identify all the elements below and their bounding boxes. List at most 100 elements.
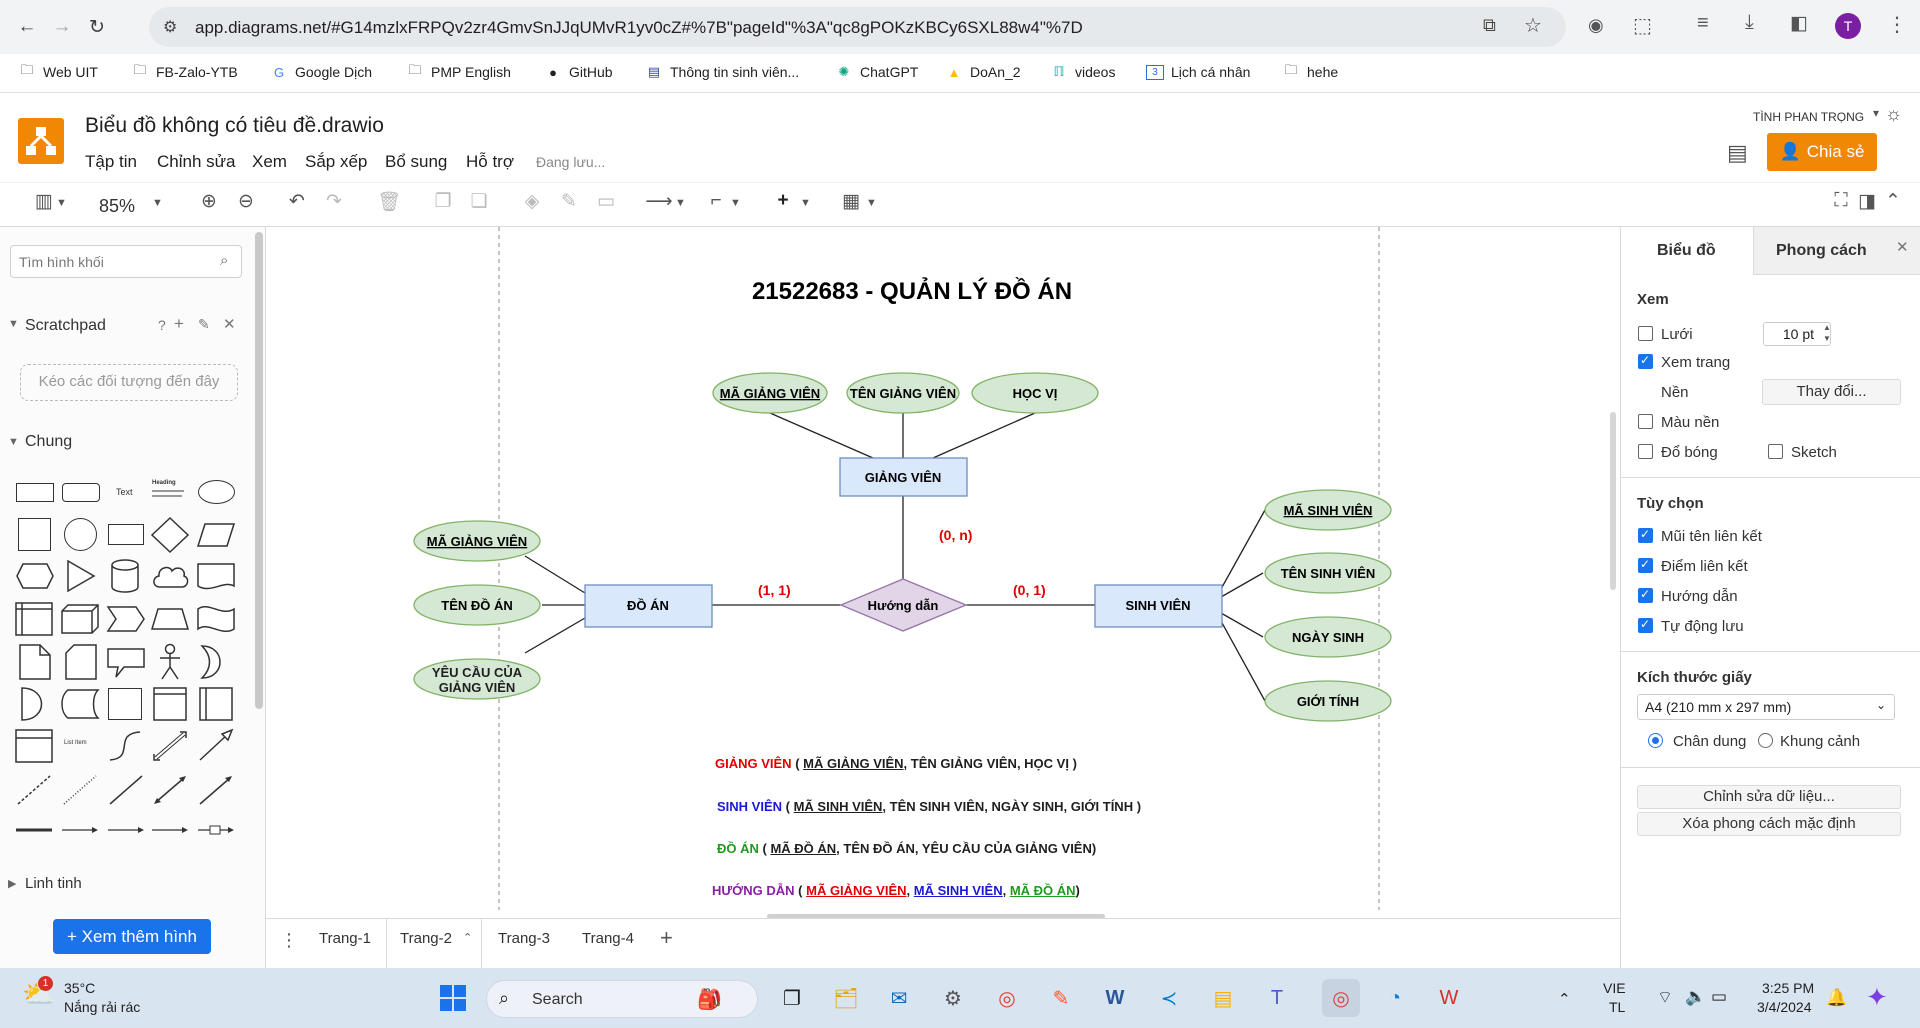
wps-office-icon[interactable]: W xyxy=(1439,986,1459,1009)
bookmark-pmp-english[interactable]: 🗀PMP English xyxy=(406,62,510,80)
autosave-checkbox[interactable] xyxy=(1638,617,1653,633)
menu-extras[interactable]: Bổ sung xyxy=(385,152,448,171)
diagram-canvas[interactable]: MÃ GIẢNG VIÊN TÊN GIẢNG VIÊN HỌC VỊ GIẢN… xyxy=(266,227,1620,910)
user-menu-chevron-icon[interactable]: ▾ xyxy=(1873,106,1880,120)
general-section-title[interactable]: Chung xyxy=(25,433,73,450)
vscode-icon[interactable]: ≺ xyxy=(1160,987,1178,1010)
diagram-title[interactable]: 21522683 - QUẢN LÝ ĐỒ ÁN xyxy=(752,276,1072,305)
notification-bell-icon[interactable]: 🔔 xyxy=(1826,988,1848,1007)
trapezoid-shape[interactable] xyxy=(150,607,190,631)
language-tl[interactable]: TL xyxy=(1609,999,1626,1015)
wifi-icon[interactable]: ⌔ xyxy=(1657,988,1673,1007)
directional-connector-shape[interactable] xyxy=(196,772,236,808)
edit-data-button[interactable]: Chỉnh sửa dữ liệu... xyxy=(1637,785,1901,809)
extensions-icon[interactable]: ⬚ xyxy=(1633,15,1652,37)
container-shape[interactable] xyxy=(150,686,190,722)
attr-gv-ten-ellipse[interactable] xyxy=(846,372,960,414)
edit-pencil-icon[interactable]: ✎ xyxy=(198,316,210,332)
background-color-checkbox[interactable] xyxy=(1638,414,1653,429)
language-vie[interactable]: VIE xyxy=(1603,980,1626,996)
entity-sinh-vien[interactable] xyxy=(1094,584,1223,628)
and-shape[interactable] xyxy=(20,686,50,722)
change-background-button[interactable]: Thay đổi... xyxy=(1762,379,1901,405)
bidirectional-connector-shape[interactable] xyxy=(150,772,190,808)
zoom-level[interactable]: 85% xyxy=(99,196,136,216)
waypoints-icon[interactable]: ⌐ xyxy=(710,190,722,211)
misc-section-title[interactable]: Linh tinh xyxy=(25,875,82,892)
heading-shape[interactable]: Heading xyxy=(152,480,188,497)
page-tab-1[interactable]: Trang-1 xyxy=(319,930,371,947)
connection-arrows-checkbox[interactable] xyxy=(1638,527,1653,543)
chrome-icon[interactable]: ◎ xyxy=(998,987,1016,1010)
close-icon[interactable]: ✕ xyxy=(223,316,236,333)
teams-icon[interactable]: T xyxy=(1270,986,1284,1009)
data-storage-shape[interactable] xyxy=(60,688,100,720)
swimlane-shape[interactable] xyxy=(196,686,236,722)
schema-huong-dan[interactable]: HƯỚNG DẪN ( MÃ GIẢNG VIÊN, MÃ SINH VIÊN,… xyxy=(712,883,1080,898)
attr-gv-ma-ellipse[interactable] xyxy=(712,372,828,414)
square-shape[interactable] xyxy=(18,518,51,551)
shadow-icon[interactable]: ▭ xyxy=(597,191,615,212)
rounded-rectangle-shape[interactable] xyxy=(62,483,100,502)
download-icon[interactable]: ⤓ xyxy=(1745,11,1754,33)
format-panel-icon[interactable]: ▥ xyxy=(35,191,53,212)
chevron-down-icon[interactable]: ▼ xyxy=(866,197,877,209)
volume-icon[interactable]: 🔈 xyxy=(1685,987,1707,1006)
attr-da-ten-ellipse[interactable] xyxy=(413,584,541,626)
menu-edit[interactable]: Chỉnh sửa xyxy=(157,152,236,171)
install-app-icon[interactable]: ⧉ xyxy=(1483,15,1496,35)
tab-diagram[interactable]: Biểu đồ xyxy=(1657,242,1716,259)
line-color-icon[interactable]: ✎ xyxy=(561,191,577,212)
rectangle-shape[interactable] xyxy=(16,483,54,502)
bookmark-doan-2[interactable]: ▲DoAn_2 xyxy=(945,64,1021,80)
comments-icon[interactable]: ▤ xyxy=(1727,140,1748,165)
bookmark-thong-tin-sinh-vien[interactable]: ▤Thông tin sinh viên... xyxy=(645,64,799,80)
mail-icon[interactable]: ✉ xyxy=(890,987,908,1010)
chevron-down-icon[interactable]: ▼ xyxy=(800,197,811,209)
diamond-shape[interactable] xyxy=(150,516,190,554)
sketch-checkbox[interactable] xyxy=(1768,444,1783,459)
grid-size-input[interactable]: 10 pt xyxy=(1763,322,1831,346)
entity-giang-vien[interactable] xyxy=(839,457,968,497)
bookmark-star-icon[interactable]: ☆ xyxy=(1524,15,1542,37)
media-control-icon[interactable]: ≡ xyxy=(1697,12,1709,34)
list-shape[interactable] xyxy=(14,728,54,764)
menu-view[interactable]: Xem xyxy=(252,152,287,171)
file-explorer-icon[interactable]: 🗂 xyxy=(833,987,859,1010)
attr-sv-gt-ellipse[interactable] xyxy=(1264,680,1392,722)
bookmark-github[interactable]: ●GitHub xyxy=(544,64,613,80)
grid-size-stepper-icon[interactable]: ▲▼ xyxy=(1823,323,1831,343)
internal-storage-shape[interactable] xyxy=(14,601,54,637)
horizontal-scrollbar[interactable] xyxy=(767,914,1105,919)
fullscreen-icon[interactable]: ⛶ xyxy=(1834,190,1848,211)
tab-style[interactable]: Phong cách xyxy=(1776,242,1867,259)
search-icon[interactable]: ⌕ xyxy=(220,252,229,269)
cloud-shape[interactable] xyxy=(150,561,190,591)
ellipse-shape[interactable] xyxy=(198,480,235,504)
connector-symbol-shape[interactable] xyxy=(196,820,236,840)
address-bar[interactable]: ⚙ app.diagrams.net/#G14mzlxFRPQv2zr4GmvS… xyxy=(149,7,1566,47)
connection-points-checkbox[interactable] xyxy=(1638,557,1653,573)
insert-plus-icon[interactable]: + xyxy=(777,190,789,211)
page-tab-menu-chevron-icon[interactable]: ⌃ xyxy=(463,932,473,944)
profile-avatar[interactable]: T xyxy=(1835,13,1861,39)
grid-checkbox[interactable] xyxy=(1638,326,1653,341)
page-tab-4[interactable]: Trang-4 xyxy=(582,930,634,947)
settings-gear-icon[interactable]: ⚙ xyxy=(944,987,962,1010)
share-button[interactable]: 👤Chia sẻ xyxy=(1767,133,1877,171)
close-panel-icon[interactable]: ✕ xyxy=(1896,239,1909,256)
side-panel-icon[interactable]: ◧ xyxy=(1790,13,1808,34)
circle-shape[interactable] xyxy=(64,518,97,551)
attr-sv-ma-ellipse[interactable] xyxy=(1264,489,1392,531)
relationship-huong-dan[interactable] xyxy=(839,578,968,632)
add-icon[interactable]: + xyxy=(174,314,184,333)
bidirectional-arrow-shape[interactable] xyxy=(150,728,190,764)
redo-icon[interactable]: ↷ xyxy=(326,191,342,212)
curve-shape[interactable] xyxy=(106,728,146,764)
bookmark-hehe[interactable]: 🗀hehe xyxy=(1282,62,1338,80)
weather-desc[interactable]: Nắng rải rác xyxy=(64,999,141,1015)
schema-sinh-vien[interactable]: SINH VIÊN ( MÃ SINH VIÊN, TÊN SINH VIÊN,… xyxy=(717,799,1142,814)
